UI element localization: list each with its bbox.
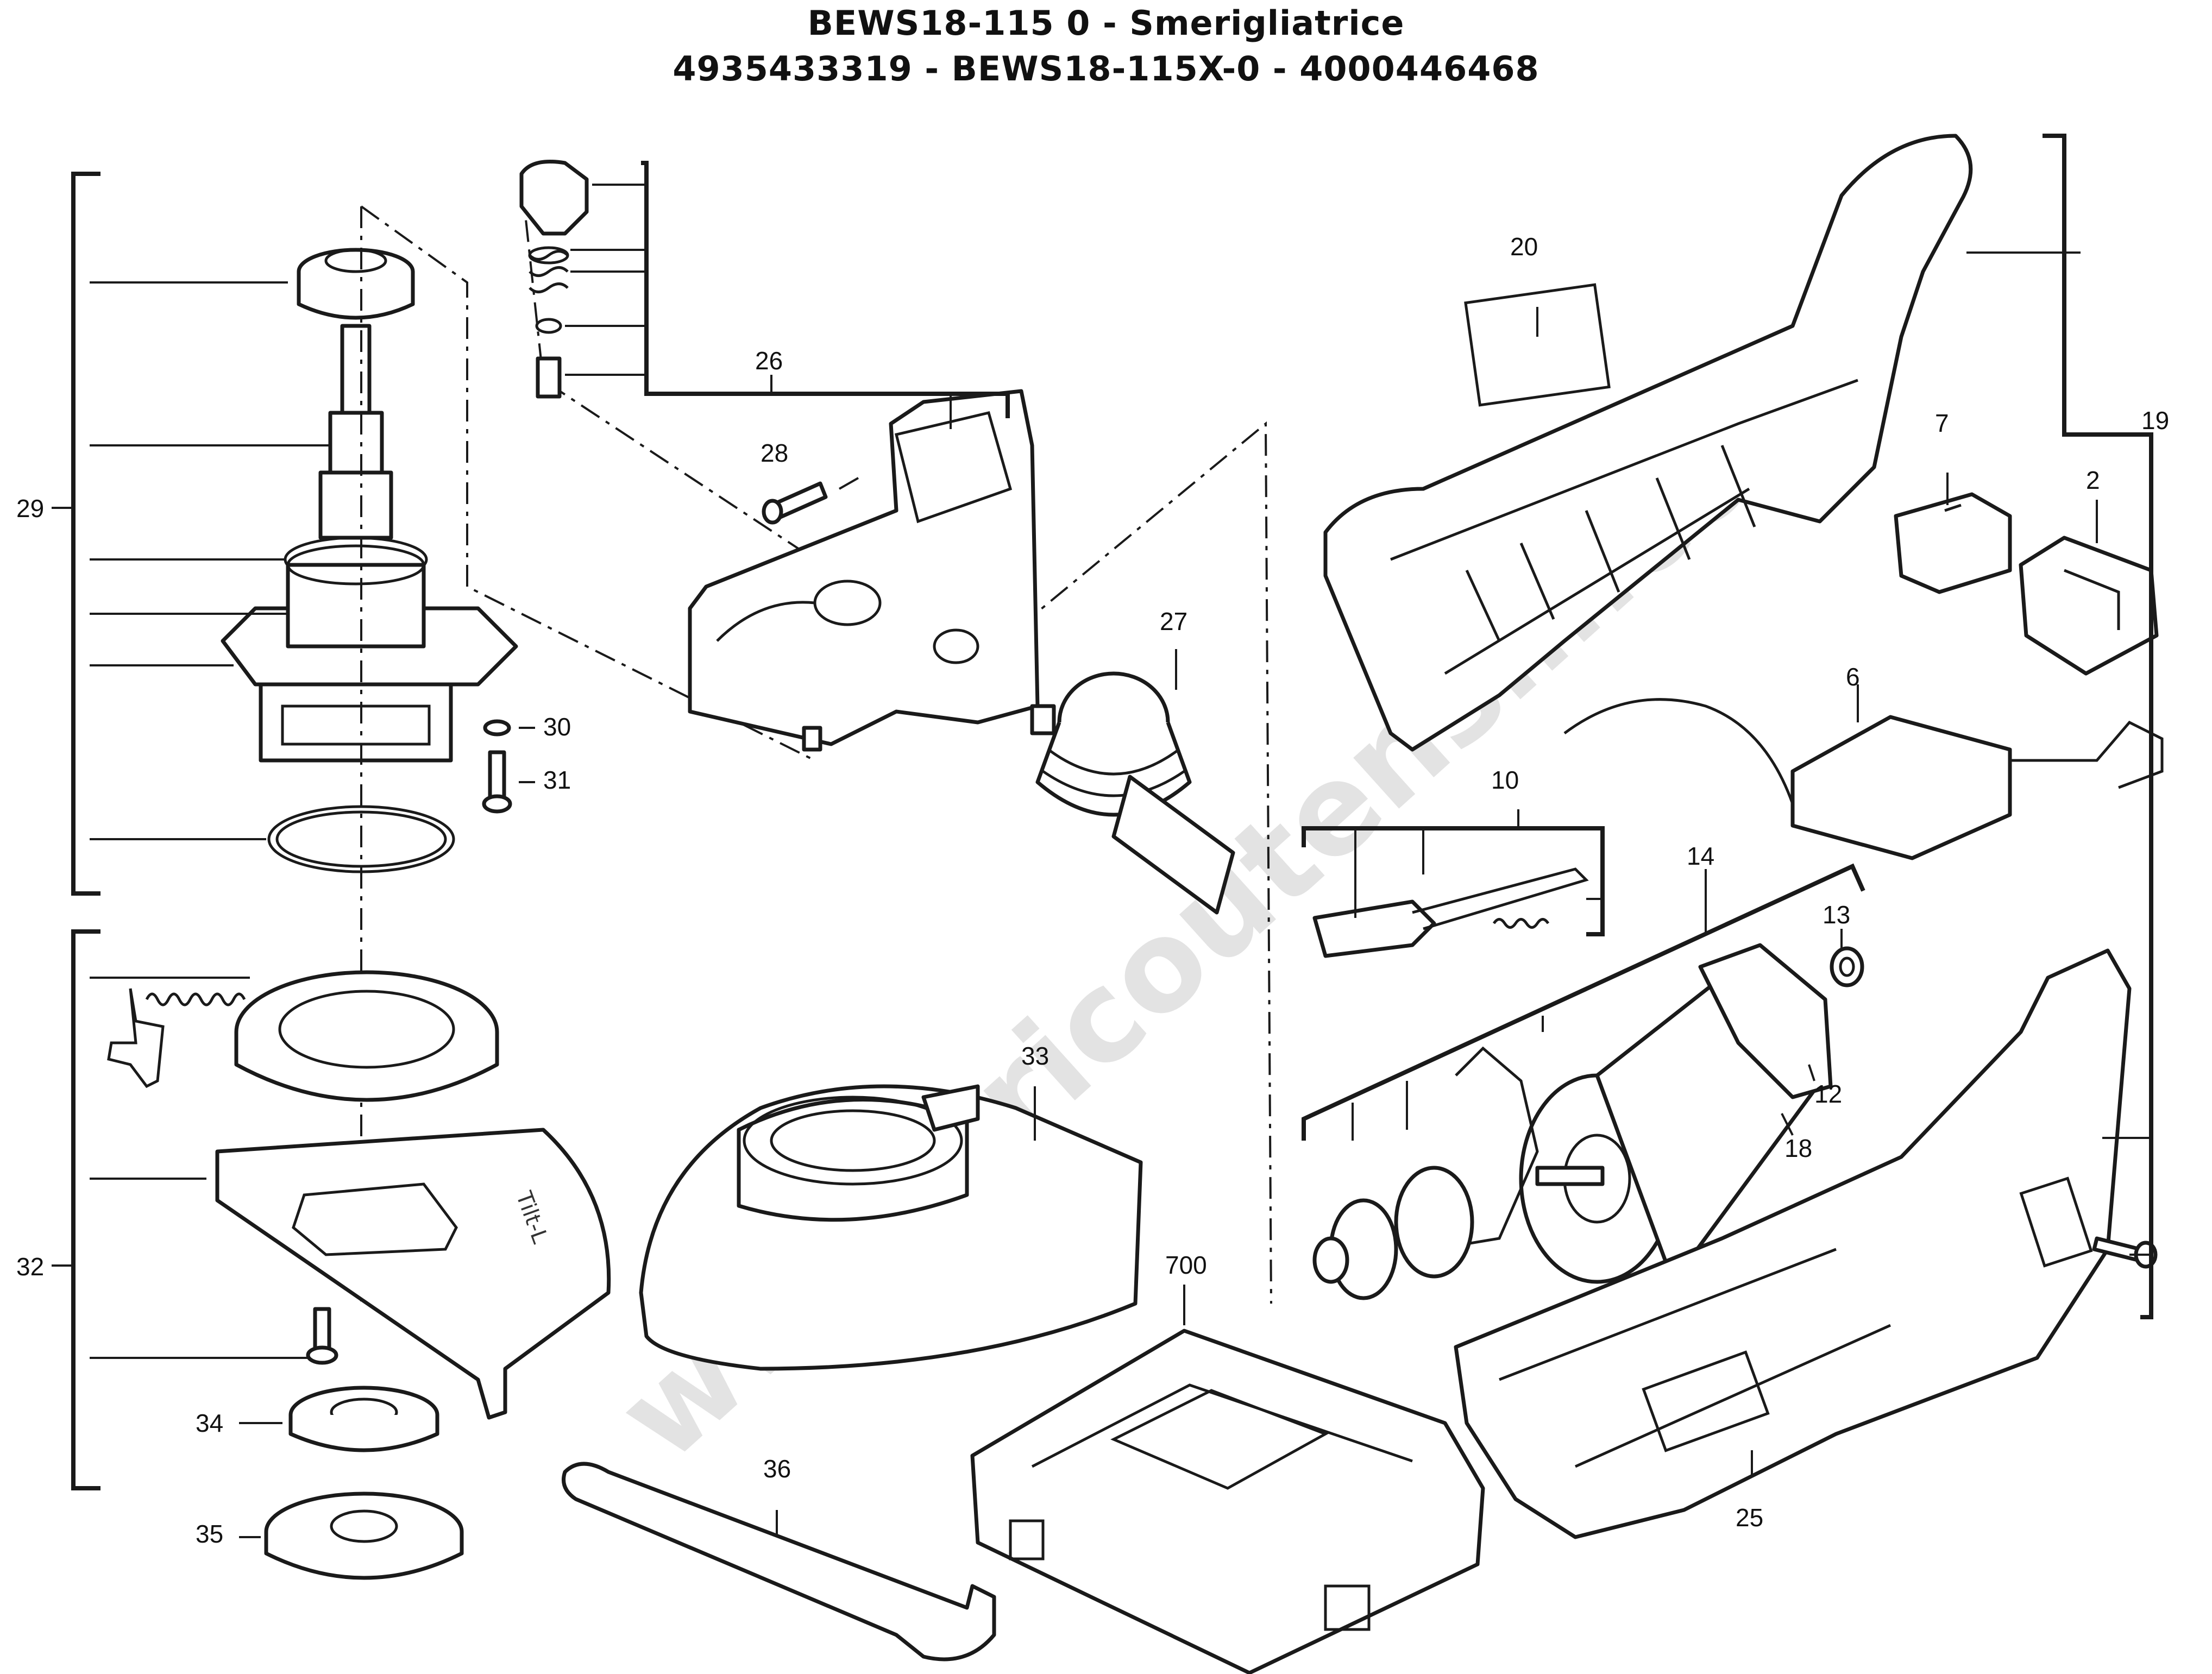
slider-switch-10	[1312, 867, 1589, 958]
flange-parts	[264, 1307, 464, 1580]
spindle-lock-button	[519, 160, 589, 399]
gear-head-cover	[688, 389, 1040, 752]
switch-module-6	[1563, 698, 2164, 860]
screw-19	[2092, 1236, 2158, 1269]
housing-half-top	[1323, 134, 1973, 752]
diagram-title: BEWS18-115 0 - Smerigliatrice	[807, 3, 1405, 43]
bracket-32	[71, 929, 100, 1490]
callout-28: 28	[761, 439, 788, 467]
spanner-wrench-36	[562, 1462, 996, 1662]
bracket-26	[641, 161, 1010, 418]
bracket-29	[71, 172, 100, 896]
wheel-guard-33	[639, 1084, 1143, 1371]
bracket-14	[1302, 863, 1865, 1141]
callout-14: 14	[1687, 842, 1714, 870]
gear-head-assembly	[221, 248, 518, 873]
callout-25: 25	[1736, 1503, 1763, 1532]
callout-10: 10	[1491, 766, 1519, 794]
bracket-10	[1302, 826, 1605, 936]
callout-34: 34	[196, 1409, 223, 1437]
switch-part-2	[2019, 536, 2159, 676]
callout-27: 27	[1160, 607, 1187, 635]
screw-28	[762, 481, 828, 525]
brush-holder-12	[1698, 943, 1833, 1099]
callout-19: 19	[2141, 406, 2169, 435]
callout-12: 12	[1814, 1080, 1842, 1108]
fan-parts-14	[1312, 1046, 1539, 1300]
callout-26: 26	[755, 347, 783, 375]
callout-32: 32	[16, 1253, 44, 1281]
guard-clamp-assembly	[107, 970, 499, 1102]
axis-line	[520, 179, 816, 561]
callout-36: 36	[763, 1455, 791, 1483]
bearing-13	[1830, 946, 1864, 987]
callout-13: 13	[1823, 901, 1850, 929]
callout-29: 29	[16, 494, 44, 523]
callout-30: 30	[543, 713, 571, 741]
bracket-19	[2043, 134, 2153, 1319]
callout-6: 6	[1846, 663, 1860, 691]
callout-31: 31	[543, 766, 571, 794]
axis-line	[922, 421, 1272, 1304]
callout-700: 700	[1165, 1251, 1207, 1279]
battery-pack-700	[970, 1329, 1485, 1674]
callout-20: 20	[1510, 232, 1538, 261]
callout-33: 33	[1021, 1042, 1049, 1070]
bevel-gear-27	[1030, 671, 1235, 915]
callout-7: 7	[1935, 409, 1949, 437]
axis-line	[360, 205, 815, 762]
callout-18: 18	[1784, 1134, 1812, 1162]
callout-35: 35	[196, 1520, 223, 1548]
diagram-subtitle: 4935433319 - BEWS18-115X-0 - 4000446468	[673, 49, 1539, 89]
callout-2: 2	[2086, 466, 2100, 494]
disc-guard: Tilt-L	[215, 1128, 611, 1420]
switch-part-7	[1894, 492, 2012, 594]
